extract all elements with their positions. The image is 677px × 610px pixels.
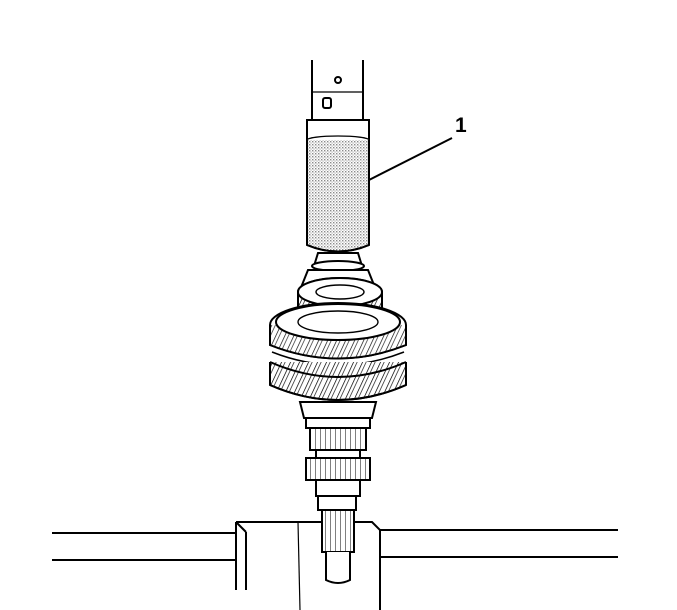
spline-sections — [305, 427, 371, 497]
gear-hub — [298, 401, 378, 429]
output-shaft — [317, 495, 357, 584]
installer-tool — [306, 119, 370, 253]
large-gear — [269, 361, 407, 401]
press-ram — [311, 60, 364, 121]
callout-label-1: 1 — [455, 114, 467, 137]
synchronizer-assembly — [269, 302, 407, 366]
press-bed — [52, 521, 618, 610]
callout-leader — [368, 137, 453, 181]
